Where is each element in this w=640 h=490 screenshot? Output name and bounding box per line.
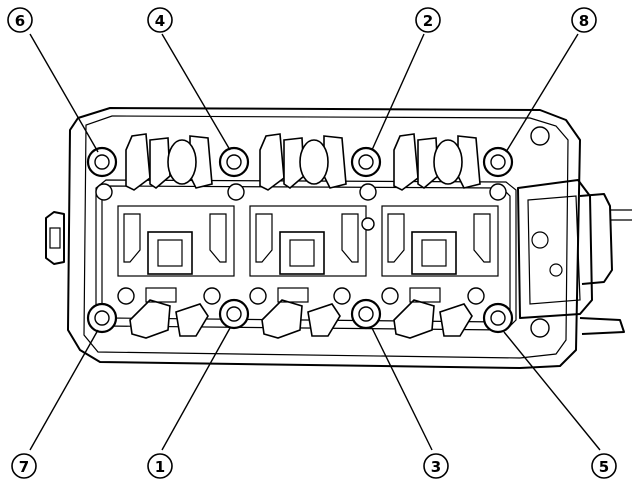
callout-8-label: 8 (579, 12, 589, 30)
callout-1: 1 (147, 453, 173, 479)
head-bolt-2 (350, 146, 382, 178)
callout-3: 3 (423, 453, 449, 479)
callout-4-label: 4 (155, 12, 165, 30)
head-bolt-4 (218, 146, 250, 178)
callout-5: 5 (591, 453, 617, 479)
callout-4: 4 (147, 7, 173, 33)
callout-6: 6 (7, 7, 33, 33)
callout-5-label: 5 (599, 458, 609, 476)
camshaft-bays (117, 205, 499, 277)
head-bolt-3 (350, 298, 382, 330)
callout-7: 7 (11, 453, 37, 479)
head-bolt-1 (218, 298, 250, 330)
callout-3-label: 3 (431, 458, 441, 476)
head-bolt-8 (482, 146, 514, 178)
head-bolts (86, 146, 514, 334)
leader-lines (29, 33, 601, 451)
head-bolt-6 (86, 146, 118, 178)
callout-2-label: 2 (423, 12, 433, 30)
small-bolts (95, 126, 550, 338)
callout-7-label: 7 (19, 458, 29, 476)
head-bolt-5 (482, 302, 514, 334)
left-end-plate (45, 211, 65, 265)
lower-rocker-arms (129, 287, 473, 339)
callout-6-label: 6 (15, 12, 25, 30)
upper-rocker-arms (125, 133, 481, 191)
head-bolt-7 (86, 302, 118, 334)
callout-1-label: 1 (155, 458, 165, 476)
right-end-plate (517, 179, 632, 335)
callout-8: 8 (571, 7, 597, 33)
callout-2: 2 (415, 7, 441, 33)
